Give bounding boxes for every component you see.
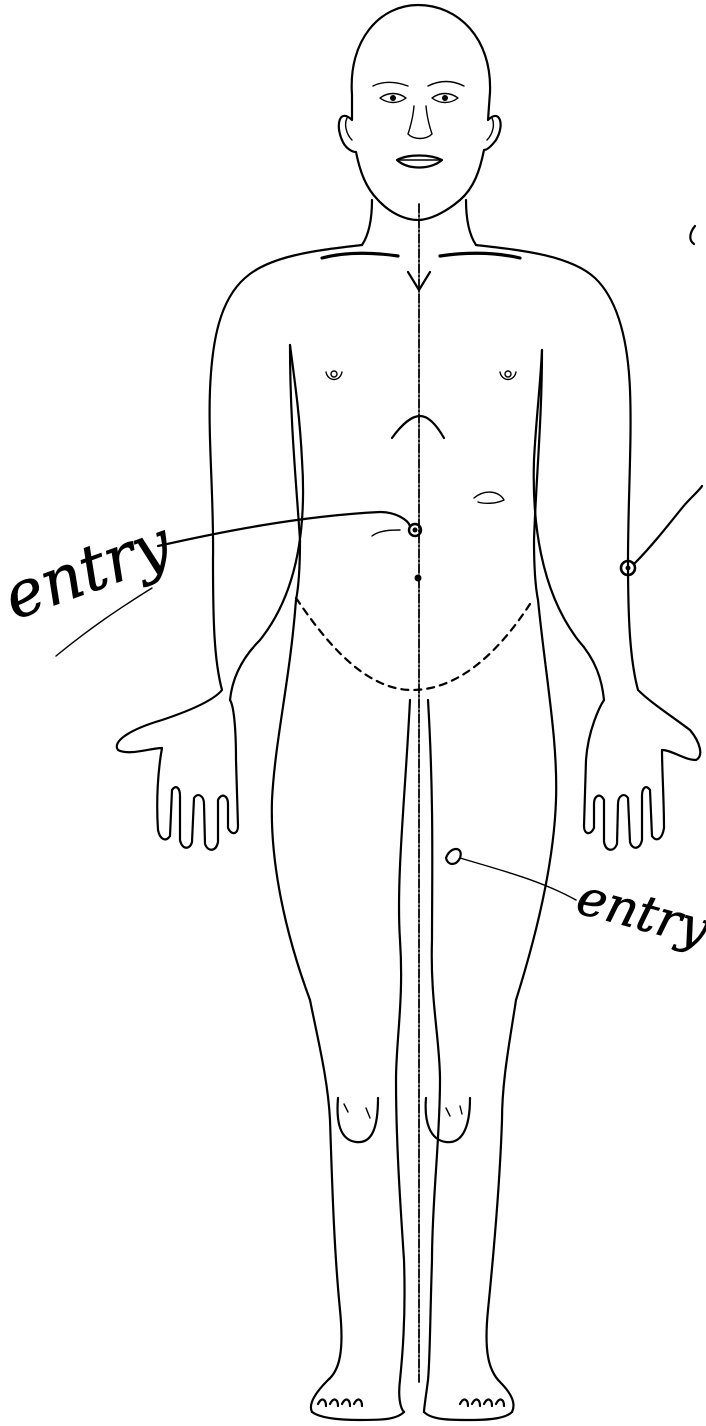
right-clavicle <box>440 253 520 258</box>
waist-dashed-line <box>296 598 530 690</box>
left-entry-handwritten-label: entry <box>0 507 181 636</box>
right-forearm-wound-marker <box>621 486 702 575</box>
right-hand-fingers <box>584 700 664 850</box>
left-nipple <box>326 372 342 380</box>
left-hand-fingers <box>158 700 238 850</box>
left-entry-leader-line <box>158 512 410 546</box>
right-eye <box>432 94 458 103</box>
right-torso-side <box>516 350 556 1000</box>
nose <box>408 106 432 139</box>
left-torso-side <box>272 345 310 1000</box>
neck-left <box>362 200 372 245</box>
right-entry-handwritten-label: entry <box>571 868 706 959</box>
right-foot <box>424 1400 512 1420</box>
left-foot <box>312 1400 404 1420</box>
top-right-partial-stroke <box>690 226 695 244</box>
mouth <box>397 156 442 168</box>
left-inner-leg <box>396 700 410 1412</box>
right-inner-leg <box>424 700 440 1412</box>
left-eye <box>380 94 406 103</box>
left-clavicle <box>322 253 398 258</box>
head <box>339 5 501 220</box>
right-nipple <box>500 372 516 380</box>
neck-right <box>466 200 476 245</box>
abdomen-mark <box>474 492 504 503</box>
left-outer-leg <box>310 1000 342 1412</box>
rib-arch <box>392 416 444 438</box>
right-knee <box>426 1098 470 1142</box>
right-thigh-wound-marker <box>446 849 576 900</box>
right-outer-leg <box>487 1000 517 1412</box>
abdomen-scratch <box>372 530 400 536</box>
umbilicus-dot <box>415 575 422 582</box>
